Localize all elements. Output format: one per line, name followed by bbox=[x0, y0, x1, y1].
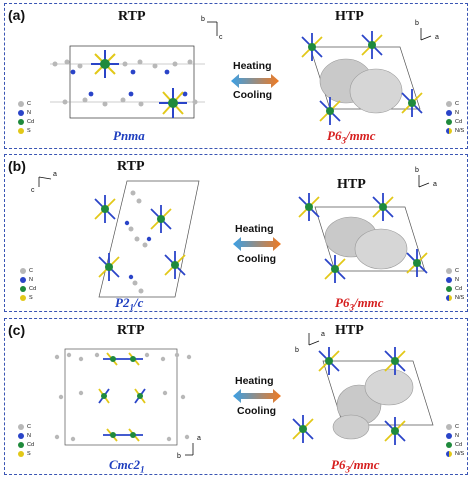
panel-b: (b) RTP HTP a c b a C N C bbox=[4, 154, 468, 313]
rtp-structure-image bbox=[54, 348, 192, 446]
heating-label: Heating bbox=[233, 60, 272, 72]
rtp-legend-swatches bbox=[18, 424, 24, 457]
legend-entry: C bbox=[27, 424, 31, 430]
rtp-heading: RTP bbox=[118, 9, 146, 24]
axis-label: a bbox=[197, 435, 201, 442]
rtp-structure-image bbox=[94, 180, 200, 298]
rtp-legend-swatches bbox=[20, 268, 26, 301]
transition-arrow-icon bbox=[233, 237, 281, 251]
htp-heading: HTP bbox=[337, 177, 366, 192]
axis-label: b bbox=[295, 347, 299, 354]
axis-label: b bbox=[201, 16, 205, 23]
legend-entry: C bbox=[29, 268, 33, 274]
legend-entry: S bbox=[27, 128, 31, 134]
htp-axes-icon bbox=[420, 28, 432, 41]
cooling-label: Cooling bbox=[237, 253, 277, 265]
rtp-space-group: Cmc21 bbox=[109, 457, 145, 475]
htp-structure-image bbox=[301, 31, 423, 125]
legend-entry: C bbox=[27, 101, 31, 107]
axis-label: a bbox=[53, 171, 57, 178]
axis-label: a bbox=[435, 34, 439, 41]
panel-label: (b) bbox=[8, 158, 26, 174]
cooling-label: Cooling bbox=[233, 89, 273, 101]
rtp-axes-icon bbox=[207, 21, 218, 36]
legend-entry: N/S bbox=[455, 295, 465, 301]
htp-legend-swatches bbox=[446, 101, 452, 134]
legend-entry: Cd bbox=[455, 442, 463, 448]
rtp-heading: RTP bbox=[117, 159, 145, 174]
heating-label: Heating bbox=[235, 223, 274, 235]
transition-arrow-icon bbox=[233, 389, 281, 403]
rtp-structure-image bbox=[50, 45, 205, 119]
legend-entry: N bbox=[29, 277, 33, 283]
heating-label: Heating bbox=[235, 375, 274, 387]
panel-label: (c) bbox=[8, 322, 26, 338]
legend-entry: C bbox=[455, 268, 459, 274]
htp-heading: HTP bbox=[335, 323, 364, 338]
legend-entry: Cd bbox=[455, 286, 463, 292]
axis-label: a bbox=[433, 181, 437, 188]
legend-entry: Cd bbox=[455, 119, 463, 125]
rtp-axes-icon bbox=[185, 443, 194, 456]
htp-axes-icon bbox=[308, 333, 320, 346]
legend-entry: N bbox=[455, 433, 459, 439]
htp-structure-image bbox=[292, 347, 434, 445]
legend-entry: N/S bbox=[455, 451, 465, 457]
legend-entry: Cd bbox=[29, 286, 37, 292]
rtp-axes-icon bbox=[38, 176, 52, 187]
legend-entry: N bbox=[455, 277, 459, 283]
transition-arrow-icon bbox=[231, 74, 279, 88]
axis-label: c bbox=[219, 34, 223, 41]
panel-label: (a) bbox=[8, 7, 26, 23]
htp-legend-swatches bbox=[446, 424, 452, 457]
htp-axes-icon bbox=[418, 175, 430, 188]
legend-entry: S bbox=[29, 295, 33, 301]
axis-label: c bbox=[31, 187, 35, 194]
legend-entry: S bbox=[27, 451, 31, 457]
axis-label: b bbox=[415, 167, 419, 174]
rtp-heading: RTP bbox=[117, 323, 145, 338]
htp-legend-swatches bbox=[446, 268, 452, 301]
axis-label: b bbox=[415, 20, 419, 27]
legend-entry: Cd bbox=[27, 442, 35, 448]
htp-space-group: P63/mmc bbox=[327, 128, 376, 146]
cooling-label: Cooling bbox=[237, 405, 277, 417]
legend-entry: C bbox=[455, 101, 459, 107]
legend-entry: N bbox=[27, 110, 31, 116]
rtp-space-group: P21/c bbox=[115, 295, 144, 313]
legend-entry: N bbox=[27, 433, 31, 439]
rtp-legend-swatches bbox=[18, 101, 24, 134]
htp-structure-image bbox=[298, 193, 428, 283]
axis-label: a bbox=[321, 331, 325, 338]
panel-a: (a) RTP HTP b c b a bbox=[4, 3, 468, 149]
legend-entry: Cd bbox=[27, 119, 35, 125]
legend-entry: N bbox=[455, 110, 459, 116]
axis-label: b bbox=[177, 453, 181, 460]
htp-heading: HTP bbox=[335, 9, 364, 24]
rtp-space-group: Pnma bbox=[113, 128, 145, 143]
legend-entry: C bbox=[455, 424, 459, 430]
htp-space-group: P63/mmc bbox=[331, 457, 380, 475]
htp-space-group: P63/mmc bbox=[335, 295, 384, 313]
legend-entry: N/S bbox=[455, 128, 465, 134]
panel-c: (c) RTP HTP b a b a bbox=[4, 318, 468, 475]
